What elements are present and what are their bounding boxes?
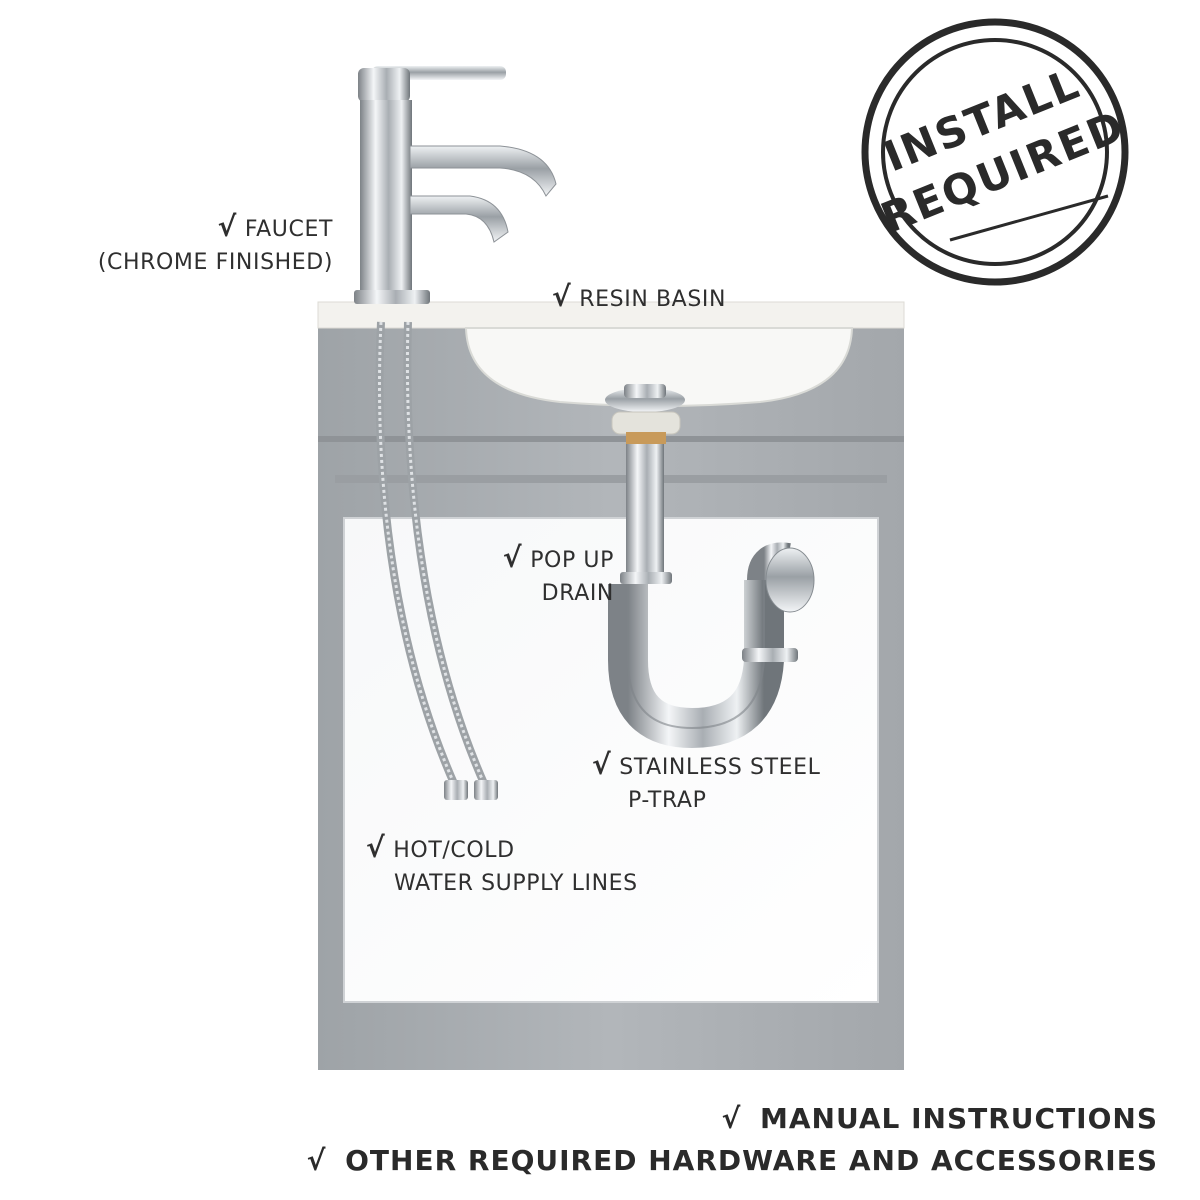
cabinet-divider [318, 436, 904, 442]
ptrap-callout: √ STAINLESS STEEL P-TRAP [592, 748, 821, 817]
supply-label-line-2: WATER SUPPLY LINES [394, 871, 638, 896]
faucet-label: FAUCET [244, 217, 333, 242]
check-mark-icon: √ [217, 210, 237, 243]
drain-slip-nut [620, 572, 672, 584]
p-trap-slip-nut [742, 648, 798, 662]
faucet-callout: √ FAUCET (CHROME FINISHED) [88, 210, 333, 279]
included-item-manual: √ MANUAL INSTRUCTIONS [307, 1098, 1158, 1140]
supply-line-fitting-cold [474, 780, 498, 800]
faucet-handle-cap [358, 68, 410, 102]
faucet-spout [409, 145, 557, 197]
included-item-manual-label: MANUAL INSTRUCTIONS [760, 1102, 1158, 1135]
faucet-spout-lower [409, 195, 509, 243]
supply-label: HOT/COLD [393, 838, 515, 863]
drain-nut [626, 432, 666, 444]
check-mark-icon: √ [306, 1144, 327, 1177]
drain-assembly [605, 384, 815, 749]
drain-label-line-2: DRAIN [541, 581, 614, 606]
check-mark-icon: √ [552, 280, 572, 313]
stamp-outer-ring [861, 18, 1129, 286]
check-mark-icon: √ [592, 748, 612, 781]
drain-tailpiece [626, 444, 664, 574]
supply-line-hot-highlight [377, 321, 458, 789]
basin-countertop [317, 301, 905, 329]
faucet-body [360, 100, 412, 296]
p-trap-escutcheon [765, 547, 815, 613]
check-mark-icon: √ [502, 541, 523, 574]
check-mark-icon: √ [721, 1102, 742, 1135]
water-supply-lines [375, 321, 498, 800]
basin-callout: √ RESIN BASIN [552, 280, 726, 316]
faucet [354, 66, 557, 304]
install-required-stamp: INSTALL REQUIRED [861, 18, 1132, 286]
included-item-hardware: √ OTHER REQUIRED HARDWARE AND ACCESSORIE… [307, 1140, 1158, 1182]
ptrap-label: STAINLESS STEEL [619, 755, 821, 780]
stamp-inner-ring [881, 38, 1109, 266]
supply-callout: √ HOT/COLD WATER SUPPLY LINES [366, 831, 638, 900]
supply-line-fitting-hot [444, 780, 468, 800]
cabinet-drawer-recess [335, 475, 887, 483]
drain-callout: √ POP UP DRAIN [492, 541, 614, 610]
check-mark-icon: √ [366, 831, 386, 864]
basin-label: RESIN BASIN [579, 287, 727, 312]
included-items-list: √ MANUAL INSTRUCTIONS √ OTHER REQUIRED H… [307, 1098, 1158, 1182]
drain-label: POP UP [530, 548, 614, 573]
included-item-hardware-label: OTHER REQUIRED HARDWARE AND ACCESSORIES [345, 1144, 1158, 1177]
drain-cap [624, 384, 666, 398]
supply-line-cold-highlight [405, 321, 488, 789]
faucet-base [354, 290, 430, 304]
p-trap-bend-shade [627, 580, 765, 730]
ptrap-label-line-2: P-TRAP [628, 788, 707, 813]
drain-gasket [611, 411, 681, 435]
stamp-underline [949, 194, 1109, 242]
faucet-finish-label: (CHROME FINISHED) [97, 250, 333, 275]
